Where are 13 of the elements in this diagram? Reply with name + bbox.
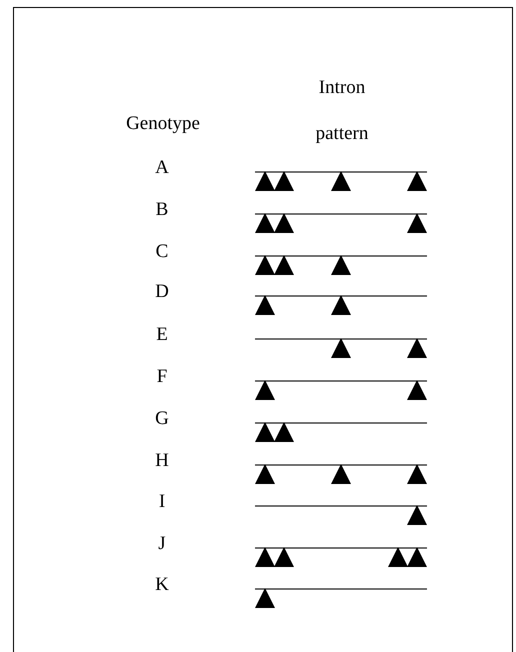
row-label: D: [155, 281, 169, 303]
column-header: Intron pattern: [314, 76, 370, 146]
row-label: F: [156, 366, 168, 388]
row-label: E: [156, 324, 168, 346]
row-label: K: [155, 574, 169, 596]
row-label: B: [156, 199, 168, 221]
row-label: G: [155, 408, 169, 430]
row-label: A: [155, 157, 169, 179]
row-label: I: [158, 491, 166, 513]
column-header: Genotype: [126, 113, 200, 135]
row-label: C: [156, 241, 168, 263]
row-label: J: [158, 533, 166, 555]
row-label: H: [155, 450, 169, 472]
